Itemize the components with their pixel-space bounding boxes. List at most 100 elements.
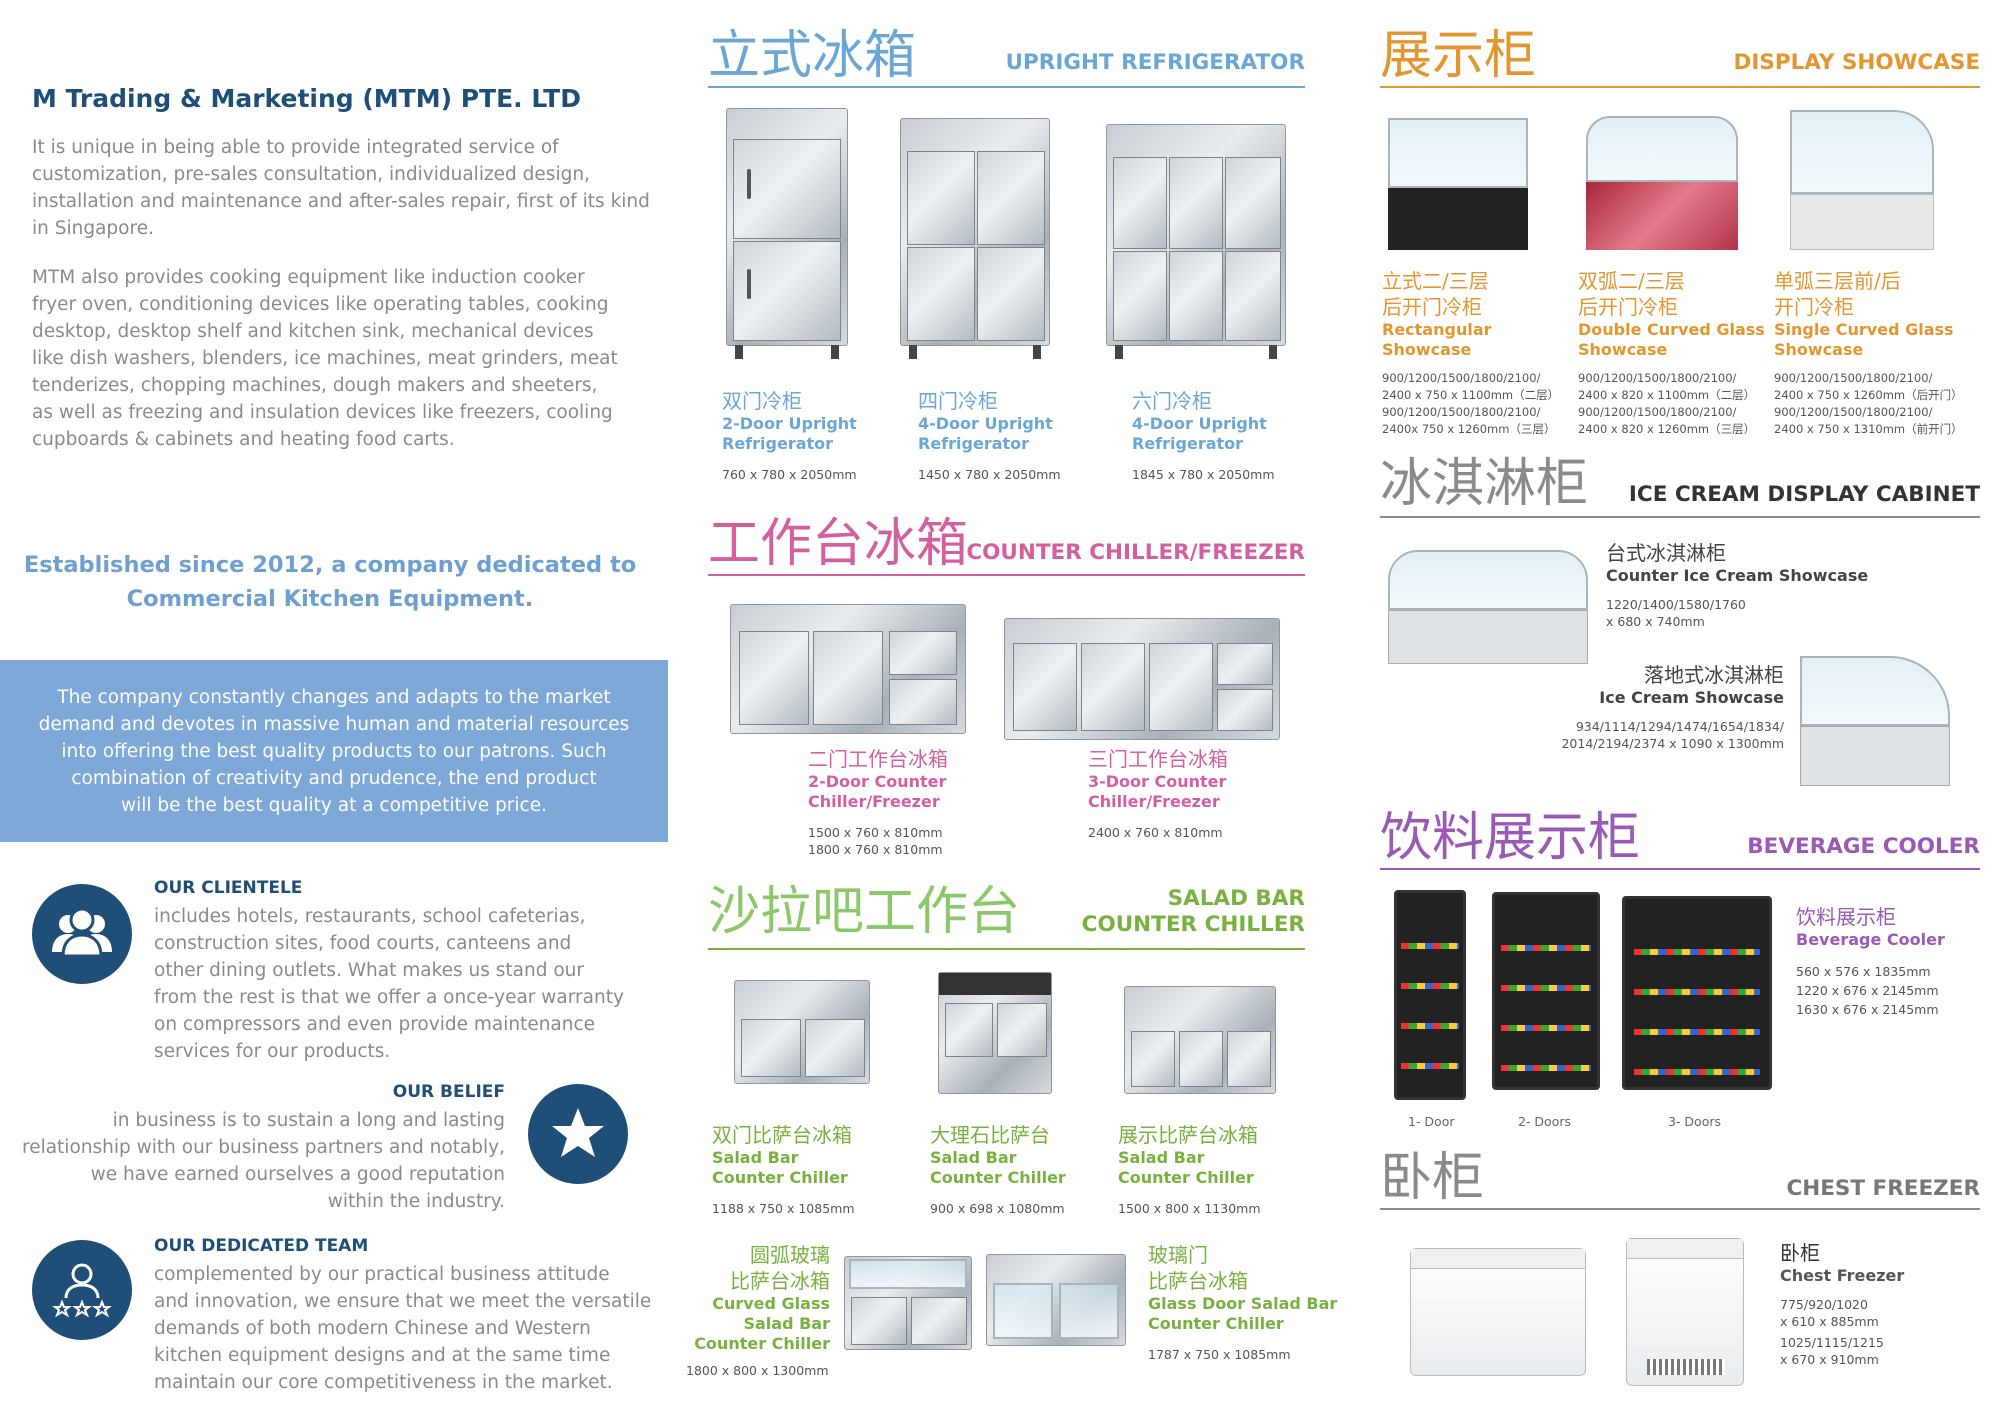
beverage-rule — [1380, 868, 1980, 870]
counter-2door-image — [730, 604, 966, 734]
salad-curved-item: 圆弧玻璃 比萨台冰箱 Curved Glass Salad Bar Counte… — [680, 1242, 830, 1354]
fridge-2door-image — [726, 108, 848, 359]
item-en: 2-Door Upright — [722, 414, 857, 433]
clientele-line: other dining outlets. What makes us stan… — [154, 960, 585, 981]
dim-line: 900/1200/1500/1800/2100/ — [1382, 405, 1541, 419]
display-dims-3: 900/1200/1500/1800/2100/ 2400 x 750 x 12… — [1774, 370, 1963, 438]
item-dim: x 670 x 910mm — [1780, 1352, 1879, 1367]
beverage-2door-image — [1492, 892, 1600, 1090]
item-en: Chest Freezer — [1780, 1266, 1905, 1285]
item-en: Counter Ice Cream Showcase — [1606, 566, 1869, 585]
item-en: Counter Chiller — [1118, 1168, 1254, 1187]
item-cn: 比萨台冰箱 — [1148, 1269, 1248, 1293]
salad-cn-heading: 沙拉吧工作台 — [708, 882, 1021, 942]
salad-bar-display-image — [1124, 986, 1276, 1094]
item-en: 2-Door Counter — [808, 772, 947, 791]
item-cn: 圆弧玻璃 — [750, 1243, 830, 1267]
services-line: cupboards & cabinets and heating food ca… — [32, 429, 455, 450]
item-dim: 2400 x 760 x 810mm — [1088, 825, 1223, 840]
team-line: kitchen equipment designs and at the sam… — [154, 1345, 611, 1366]
clientele-icon — [32, 884, 132, 984]
item-en: Counter Chiller — [694, 1334, 830, 1353]
item-dim: 900 x 698 x 1080mm — [930, 1201, 1065, 1216]
salad-item-2: 大理石比萨台 Salad Bar Counter Chiller 900 x 6… — [930, 1122, 1066, 1217]
item-cn: 台式冰淇淋柜 — [1606, 541, 1726, 565]
intro-line: in Singapore. — [32, 218, 154, 239]
established-statement: Established since 2012, a company dedica… — [20, 548, 640, 616]
item-dim: 1220 x 676 x 2145mm — [1796, 983, 1939, 998]
services-line: fryer oven, conditioning devices like op… — [32, 294, 609, 315]
item-en: Showcase — [1774, 340, 1864, 359]
item-en: Glass Door Salad Bar — [1148, 1294, 1338, 1313]
item-dim: 1188 x 750 x 1085mm — [712, 1201, 855, 1216]
team-title: OUR DEDICATED TEAM — [154, 1236, 369, 1256]
item-cn: 双门冷柜 — [722, 389, 802, 413]
item-dim: 1630 x 676 x 2145mm — [1796, 1002, 1939, 1017]
item-en: Salad Bar — [1118, 1148, 1205, 1167]
item-cn: 二门工作台冰箱 — [808, 747, 948, 771]
clientele-line: from the rest is that we offer a once-ye… — [154, 987, 624, 1008]
chest-freezer-large-image — [1410, 1248, 1586, 1376]
item-en: Double Curved Glass — [1578, 320, 1765, 339]
counter-en-heading: COUNTER CHILLER/FREEZER — [966, 540, 1305, 565]
item-cn: 落地式冰淇淋柜 — [1644, 663, 1784, 687]
team-line: demands of both modern Chinese and Weste… — [154, 1318, 591, 1339]
counter-item-1: 二门工作台冰箱 2-Door Counter Chiller/Freezer 1… — [808, 746, 948, 858]
dim-line: 2400 x 820 x 1260mm（三层） — [1578, 422, 1756, 436]
item-cn: 比萨台冰箱 — [730, 1269, 830, 1293]
upright-cn-heading: 立式冰箱 — [708, 26, 917, 86]
counter-3door-image — [1004, 618, 1280, 740]
team-line: maintain our core competitiveness in the… — [154, 1372, 613, 1393]
item-cn: 四门冷柜 — [918, 389, 998, 413]
item-dim: 1025/1115/1215 — [1780, 1335, 1884, 1350]
team-line: complemented by our practical business a… — [154, 1264, 610, 1285]
mission-band: The company constantly changes and adapt… — [0, 660, 668, 842]
mission-line: into offering the best quality products … — [61, 741, 607, 762]
salad-bar-marble-image — [938, 972, 1052, 1094]
counter-rule — [708, 574, 1305, 576]
salad-curved-image — [844, 1256, 972, 1350]
icecream-counter-item: 台式冰淇淋柜 Counter Ice Cream Showcase 1220/1… — [1606, 540, 1868, 630]
dim-line: 900/1200/1500/1800/2100/ — [1382, 371, 1541, 385]
beverage-caption-1: 1- Door — [1408, 1114, 1455, 1129]
item-en: 4-Door Upright — [1132, 414, 1267, 433]
beverage-1door-image — [1394, 890, 1466, 1100]
beverage-item: 饮料展示柜 Beverage Cooler 560 x 576 x 1835mm… — [1796, 904, 1945, 1019]
item-cn: 大理石比萨台 — [930, 1123, 1050, 1147]
item-en: Showcase — [1382, 340, 1472, 359]
clientele-line: services for our products. — [154, 1041, 391, 1062]
item-cn: 后开门冷柜 — [1382, 295, 1482, 319]
salad-item-3: 展示比萨台冰箱 Salad Bar Counter Chiller 1500 x… — [1118, 1122, 1261, 1217]
belief-title: OUR BELIEF — [392, 1082, 505, 1102]
clientele-text: includes hotels, restaurants, school caf… — [154, 903, 624, 1065]
item-cn: 玻璃门 — [1148, 1243, 1208, 1267]
item-en: Refrigerator — [918, 434, 1030, 453]
item-en: Counter Chiller — [930, 1168, 1066, 1187]
beverage-cn-heading: 饮料展示柜 — [1380, 808, 1641, 868]
services-line: MTM also provides cooking equipment like… — [32, 267, 585, 288]
mission-line: combination of creativity and prudence, … — [71, 768, 597, 789]
dim-line: 900/1200/1500/1800/2100/ — [1774, 405, 1933, 419]
team-text: complemented by our practical business a… — [154, 1261, 651, 1396]
intro-paragraph: It is unique in being able to provide in… — [32, 134, 650, 242]
beverage-en-heading: BEVERAGE COOLER — [1747, 834, 1980, 859]
dim-line: 2400 x 820 x 1100mm（二层） — [1578, 388, 1756, 402]
item-cn: 双弧二/三层 — [1578, 269, 1685, 293]
display-item-3: 单弧三层前/后 开门冷柜 Single Curved Glass Showcas… — [1774, 268, 1954, 360]
services-line: tenderizes, chopping machines, dough mak… — [32, 375, 598, 396]
salad-curved-dim: 1800 x 800 x 1300mm — [686, 1363, 829, 1378]
dim-line: 2400 x 750 x 1260mm（后开门） — [1774, 388, 1963, 402]
display-dims-2: 900/1200/1500/1800/2100/ 2400 x 820 x 11… — [1578, 370, 1755, 438]
item-en: Beverage Cooler — [1796, 930, 1945, 949]
icecream-floor-image — [1800, 656, 1950, 786]
salad-item-1: 双门比萨台冰箱 Salad Bar Counter Chiller 1188 x… — [712, 1122, 855, 1217]
chest-cn-heading: 卧柜 — [1380, 1148, 1485, 1208]
chest-rule — [1380, 1208, 1980, 1210]
item-cn: 六门冷柜 — [1132, 389, 1212, 413]
dim-line: 900/1200/1500/1800/2100/ — [1578, 405, 1737, 419]
dim-line: 2400x 750 x 1260mm（三层） — [1382, 422, 1556, 436]
item-cn: 饮料展示柜 — [1796, 905, 1896, 929]
upright-en-heading: UPRIGHT REFRIGERATOR — [1005, 50, 1305, 75]
counter-item-2: 三门工作台冰箱 3-Door Counter Chiller/Freezer 2… — [1088, 746, 1228, 841]
mission-line: demand and devotes in massive human and … — [38, 714, 630, 735]
